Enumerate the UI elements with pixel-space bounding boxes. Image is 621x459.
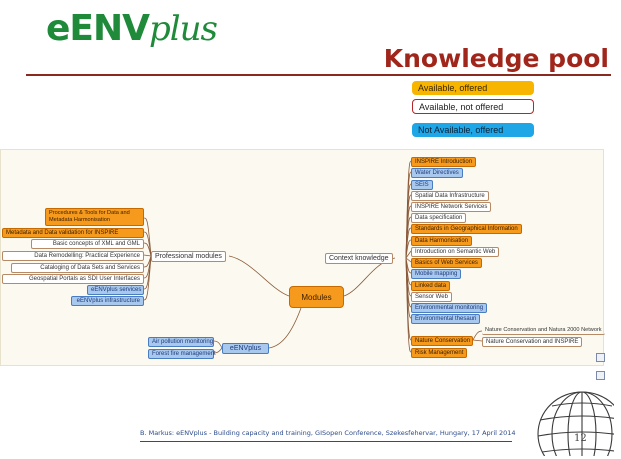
branch-professional-modules: Professional modules xyxy=(151,251,226,262)
slide-title: Knowledge pool xyxy=(383,44,609,73)
connector xyxy=(472,339,483,342)
connector xyxy=(405,239,412,259)
connector xyxy=(405,257,412,263)
branch-eenvplus: eENVplus xyxy=(222,343,269,354)
connector xyxy=(143,254,152,257)
eenvplus-logo: eENVplus xyxy=(46,8,218,49)
mindmap-node: Procedures & Tools for Data and Metadata… xyxy=(45,208,144,226)
mindmap-node: Linked data xyxy=(411,281,451,291)
branch-context-knowledge: Context knowledge xyxy=(325,253,393,264)
mindmap-node: Basics of Web Services xyxy=(411,258,482,268)
legend-label: Available, offered xyxy=(418,83,488,93)
connector xyxy=(213,347,223,354)
connector xyxy=(143,242,152,257)
legend-label: Not Available, offered xyxy=(418,125,504,135)
connector xyxy=(472,330,483,341)
mindmap-node: Nature Conservation xyxy=(411,336,473,346)
footer-divider xyxy=(140,441,512,442)
mindmap-node: Water Directives xyxy=(411,168,463,178)
mindmap-node: Introduction on Semantic Web xyxy=(411,247,500,257)
connector xyxy=(405,250,412,259)
mindmap-node: Air pollution monitoring xyxy=(148,337,214,347)
document-icon[interactable] xyxy=(596,353,605,362)
mindmap-node: SEIS xyxy=(411,180,433,190)
mindmap-node: eENVplus infrastructure xyxy=(71,296,144,306)
connector xyxy=(268,307,302,349)
mindmap-node: Data Harmonisation xyxy=(411,236,473,246)
mindmap-node: INSPIRE Network Services xyxy=(411,202,492,212)
mindmap-node: eENVplus services xyxy=(87,285,144,295)
globe-icon xyxy=(537,391,614,456)
image-icon[interactable] xyxy=(596,371,605,380)
mindmap-canvas: Modules Professional modules Context kno… xyxy=(0,149,605,366)
mindmap-node: Cataloging of Data Sets and Services xyxy=(11,263,144,273)
connector xyxy=(143,217,152,257)
logo-script: plus xyxy=(149,9,218,49)
mindmap-node: Environmental monitoring xyxy=(411,303,488,313)
title-divider xyxy=(26,74,611,76)
mindmap-node: Standards in Geographical Information xyxy=(411,224,522,234)
mindmap-node: Metadata and Data validation for INSPIRE xyxy=(2,228,144,238)
logo-prefix: eENV xyxy=(46,8,150,49)
mindmap-node: Data specification xyxy=(411,213,467,223)
legend-available-not-offered: Available, not offered xyxy=(412,99,534,114)
center-node-modules: Modules xyxy=(289,286,344,308)
mindmap-node: Risk Management xyxy=(411,348,468,358)
mindmap-node: Mobile mapping xyxy=(411,269,462,279)
connector xyxy=(405,257,412,353)
mindmap-node: Geospatial Portals as SDI User Interface… xyxy=(2,274,144,284)
mindmap-connectors xyxy=(143,160,483,354)
connector xyxy=(143,231,152,257)
mindmap-node: Sensor Web xyxy=(411,292,452,302)
mindmap-node: Data Remodelling: Practical Experience xyxy=(2,251,144,261)
mindmap-node: Forest fire management xyxy=(148,349,216,359)
page-number: 12 xyxy=(574,433,587,444)
connector xyxy=(213,340,223,349)
legend-label: Available, not offered xyxy=(419,102,504,112)
mindmap-node: Basic concepts of XML and GML xyxy=(31,239,144,249)
legend-available-offered: Available, offered xyxy=(412,81,534,95)
mindmap-node: Spatial Data Infrastructure xyxy=(411,191,489,201)
connector xyxy=(143,255,152,301)
mindmap-node: Nature Conservation and Natura 2000 Netw… xyxy=(482,326,605,335)
legend-not-available-offered: Not Available, offered xyxy=(412,123,534,137)
mindmap-node: INSPIRE Introduction xyxy=(411,157,477,167)
mindmap-node: Nature Conservation and INSPIRE xyxy=(482,337,583,347)
connector xyxy=(228,255,290,297)
footer-citation: B. Markus: eENVplus - Building capacity … xyxy=(140,429,516,437)
mindmap-node: Environmental thesauri xyxy=(411,314,481,324)
